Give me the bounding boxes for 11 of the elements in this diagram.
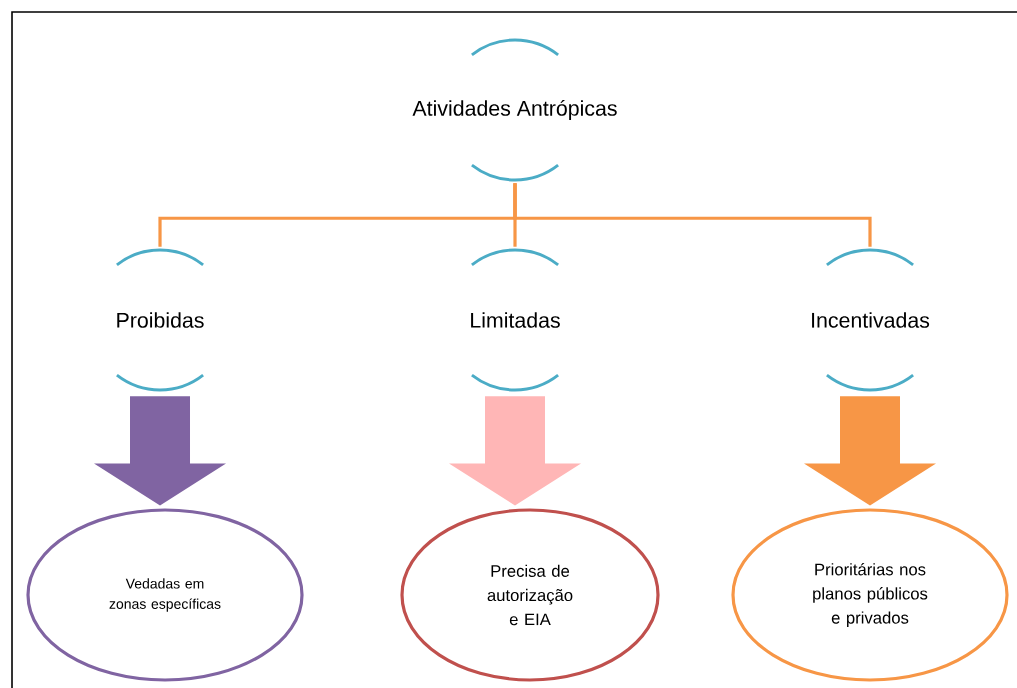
connector-line [513,183,872,247]
ellipse-node: Precisa de autorização e EIA [400,508,660,682]
block-arrow [804,396,936,506]
bracket-label: Atividades Antrópicas [412,38,617,182]
block-arrow [94,396,226,506]
ellipse-node: Prioritárias nos planos públicos e privados [731,508,1009,682]
bracket-label: Limitadas [471,248,560,392]
ellipse-node: Vedadas em zonas específicas [26,508,304,682]
bracket-label: Proibidas [116,248,204,392]
block-arrow [449,396,581,506]
bracket-label: Incentivadas [812,248,930,392]
